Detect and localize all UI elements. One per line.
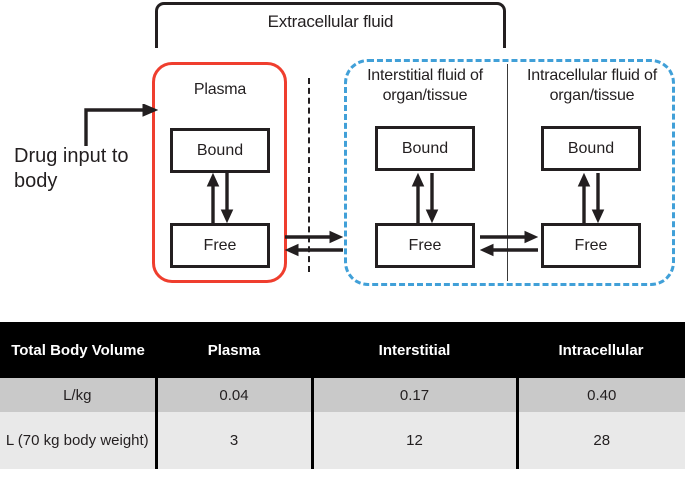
plasma-bound-free-arrows: [206, 173, 234, 223]
cell-lkg-plasma: 0.04: [154, 378, 312, 412]
table-header: Total Body Volume Plasma Interstitial In…: [0, 322, 685, 378]
table-body: L/kg 0.04 0.17 0.40 L (70 kg body weight…: [0, 378, 685, 469]
drug-input-label: Drug input to body: [14, 145, 129, 192]
intracellular-bound-box: Bound: [541, 126, 641, 171]
cell-lkg-interstitial: 0.17: [310, 378, 517, 412]
column-header-plasma: Plasma: [156, 322, 312, 378]
plasma-region-title: Plasma: [193, 81, 247, 98]
extracellular-fluid-label: Extracellular fluid: [267, 12, 394, 31]
cell-l70-interstitial: 12: [310, 412, 517, 469]
interstitial-bound-free-arrows: [411, 173, 439, 223]
intracellular-free-box: Free: [541, 223, 641, 268]
plasma-bound-box: Bound: [170, 128, 270, 173]
intracellular-bound-free-arrows: [577, 173, 605, 223]
interstitial-free-box: Free: [375, 223, 475, 268]
interstitial-bound-box: Bound: [375, 126, 475, 171]
capillary-membrane-line: [308, 78, 310, 272]
cell-l70-intracellular: 28: [515, 412, 685, 469]
row-label-l-70kg: L (70 kg body weight): [0, 412, 156, 469]
row-label-l-per-kg: L/kg: [0, 378, 156, 412]
cell-lkg-intracellular: 0.40: [515, 378, 685, 412]
column-header-intracellular: Intracellular: [517, 322, 685, 378]
column-header-interstitial: Interstitial: [312, 322, 517, 378]
drug-distribution-diagram: Extracellular fluid Plasma Interstitial …: [14, 2, 675, 286]
cell-l70-plasma: 3: [154, 412, 312, 469]
plasma-interstitial-exchange-arrows: [285, 230, 343, 257]
intracellular-region-title: Intracellular fluid of organ/tissue: [527, 67, 657, 104]
table-row: L (70 kg body weight) 3 12 28: [0, 412, 685, 469]
table-row: L/kg 0.04 0.17 0.40: [0, 378, 685, 412]
body-volume-table: Total Body Volume Plasma Interstitial In…: [0, 322, 685, 469]
extracellular-fluid-bracket: [155, 2, 506, 48]
tissue-region-outline: [344, 59, 675, 286]
interstitial-region-title: Interstitial fluid of organ/tissue: [367, 67, 483, 104]
table-header-row: Total Body Volume Plasma Interstitial In…: [0, 322, 685, 378]
drug-input-arrow-icon: [84, 104, 158, 146]
cell-membrane-line: [507, 64, 508, 281]
column-header-total-body-volume: Total Body Volume: [0, 322, 156, 378]
interstitial-intracellular-exchange-arrows: [480, 230, 538, 257]
plasma-free-box: Free: [170, 223, 270, 268]
plasma-region-outline: [152, 62, 287, 283]
